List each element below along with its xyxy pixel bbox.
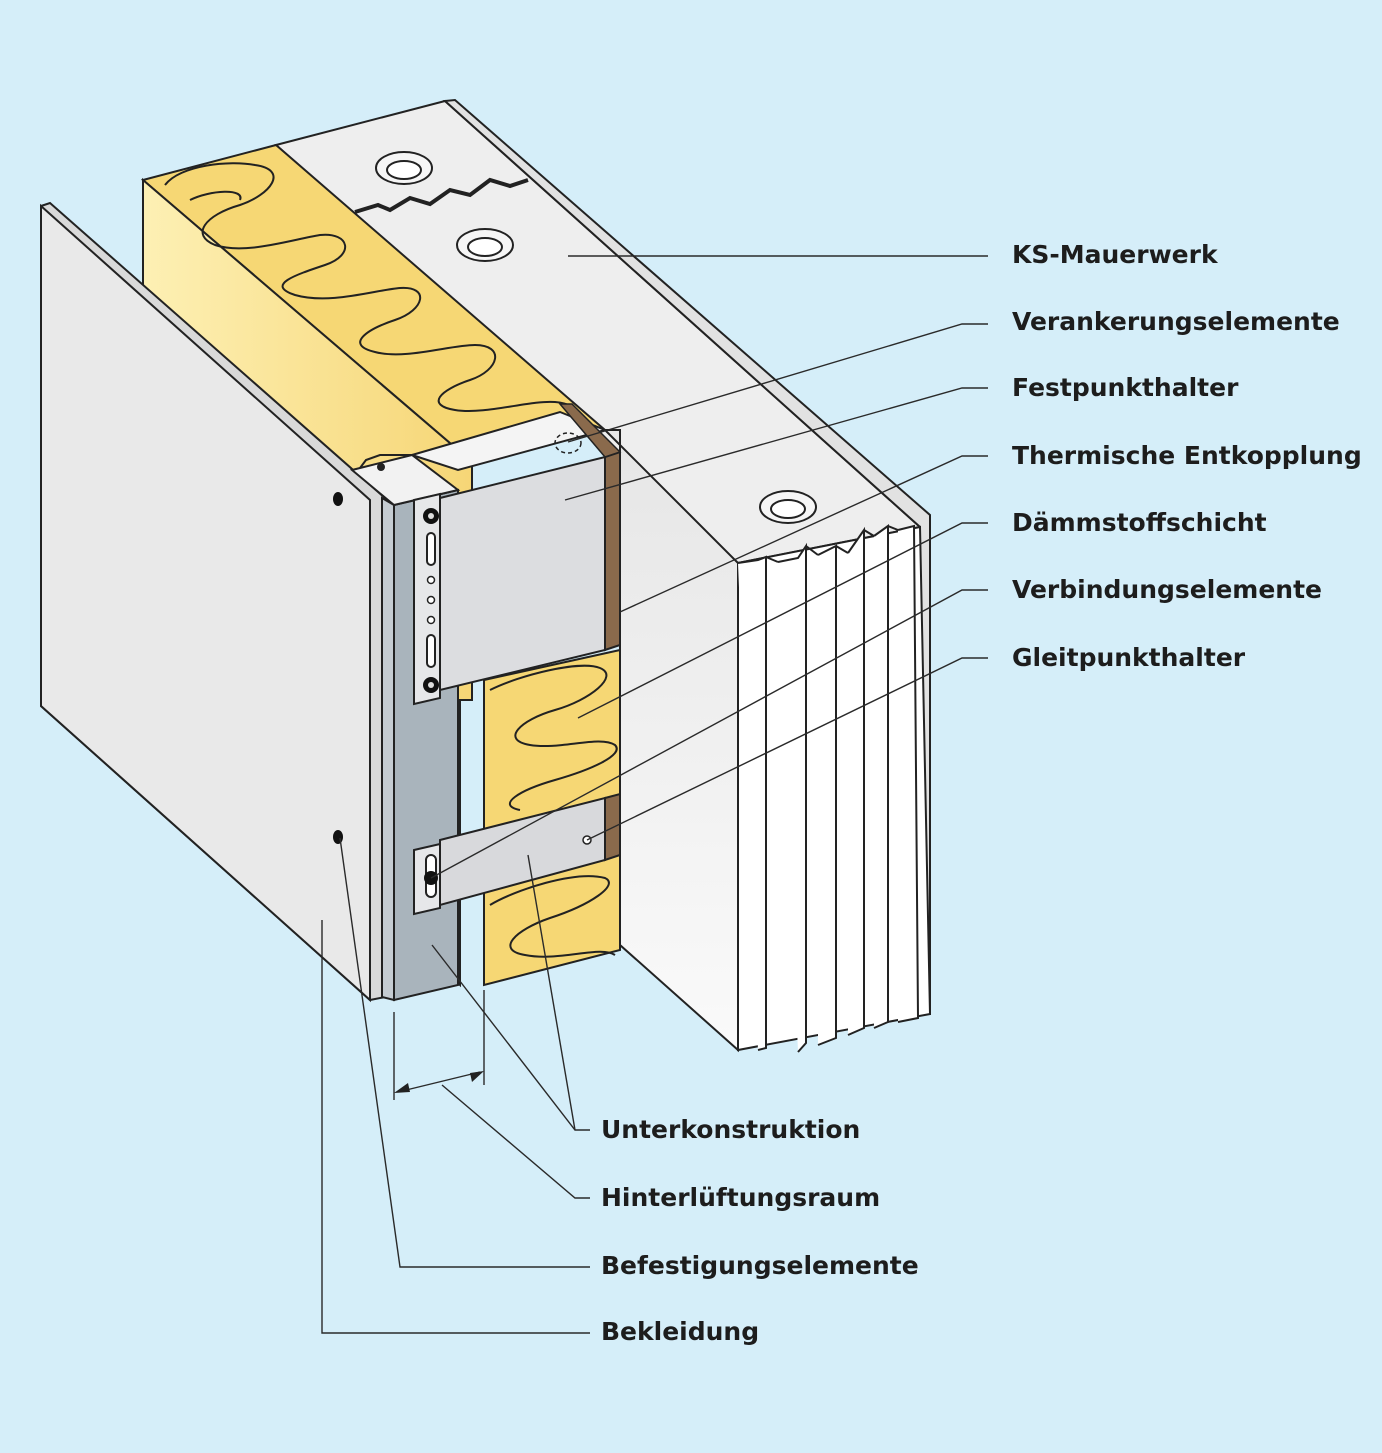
bracket-slot-lower (426, 634, 436, 668)
leader-gleitpunkthalter (586, 657, 988, 841)
label-verbindungselemente: Verbindungselemente (1012, 575, 1322, 604)
thermal-break-pad-top (558, 403, 622, 458)
profile-top-lip-edge (359, 454, 412, 469)
bracket-slot-upper (426, 532, 436, 566)
label-thermische-entkopplung: Thermische Entkopplung (1012, 441, 1362, 470)
rivet-top (377, 463, 385, 471)
insulation-squiggles-top (164, 162, 577, 436)
masonry-block (273, 98, 932, 1053)
bracket-top-edge (408, 410, 609, 472)
leader-verbindungselemente (430, 589, 988, 879)
label-daemmstoffschicht: Dämmstoffschicht (1012, 508, 1267, 537)
fastener-hole-upper (333, 492, 343, 506)
fastener-hole-lower (333, 830, 343, 844)
insulation-squiggles-front (489, 664, 618, 958)
anchor-dashed (554, 432, 582, 454)
label-bekleidung: Bekleidung (601, 1317, 760, 1346)
fixed-point-bracket (408, 403, 622, 706)
leader-lines (321, 255, 988, 1334)
cladding-face (40, 203, 371, 1003)
label-gleitpunkthalter: Gleitpunkthalter (1012, 643, 1246, 672)
bracket-plate (439, 455, 606, 692)
leader-daemmstoffschicht (577, 522, 988, 719)
leader-befestigungselemente (339, 837, 590, 1268)
profile-flange (381, 496, 395, 1002)
grip-holes (375, 151, 817, 524)
label-festpunkthalter: Festpunkthalter (1012, 373, 1239, 402)
label-ks-mauerwerk: KS-Mauerwerk (1012, 240, 1218, 269)
leader-festpunkthalter (564, 387, 988, 501)
ventilation-gap-dimension (393, 990, 485, 1100)
label-hinterlueftungsraum: Hinterlüftungsraum (601, 1183, 881, 1212)
leader-verankerungselemente (567, 323, 988, 443)
label-unterkonstruktion: Unterkonstruktion (601, 1115, 861, 1144)
leader-thermische-entkopplung (619, 455, 988, 613)
masonry-inner-face (602, 429, 739, 1053)
leader-hinterlueftungsraum (441, 1084, 590, 1199)
leader-unterkonstruktion-b (527, 854, 576, 1131)
masonry-joint (354, 177, 529, 214)
label-befestigungselemente: Befestigungselemente (601, 1251, 919, 1280)
label-verankerungselemente: Verankerungselemente (1012, 307, 1340, 336)
leader-bekleidung (321, 920, 590, 1334)
masonry-ribs (737, 524, 920, 1053)
thermal-break-pad-upper (604, 450, 621, 652)
